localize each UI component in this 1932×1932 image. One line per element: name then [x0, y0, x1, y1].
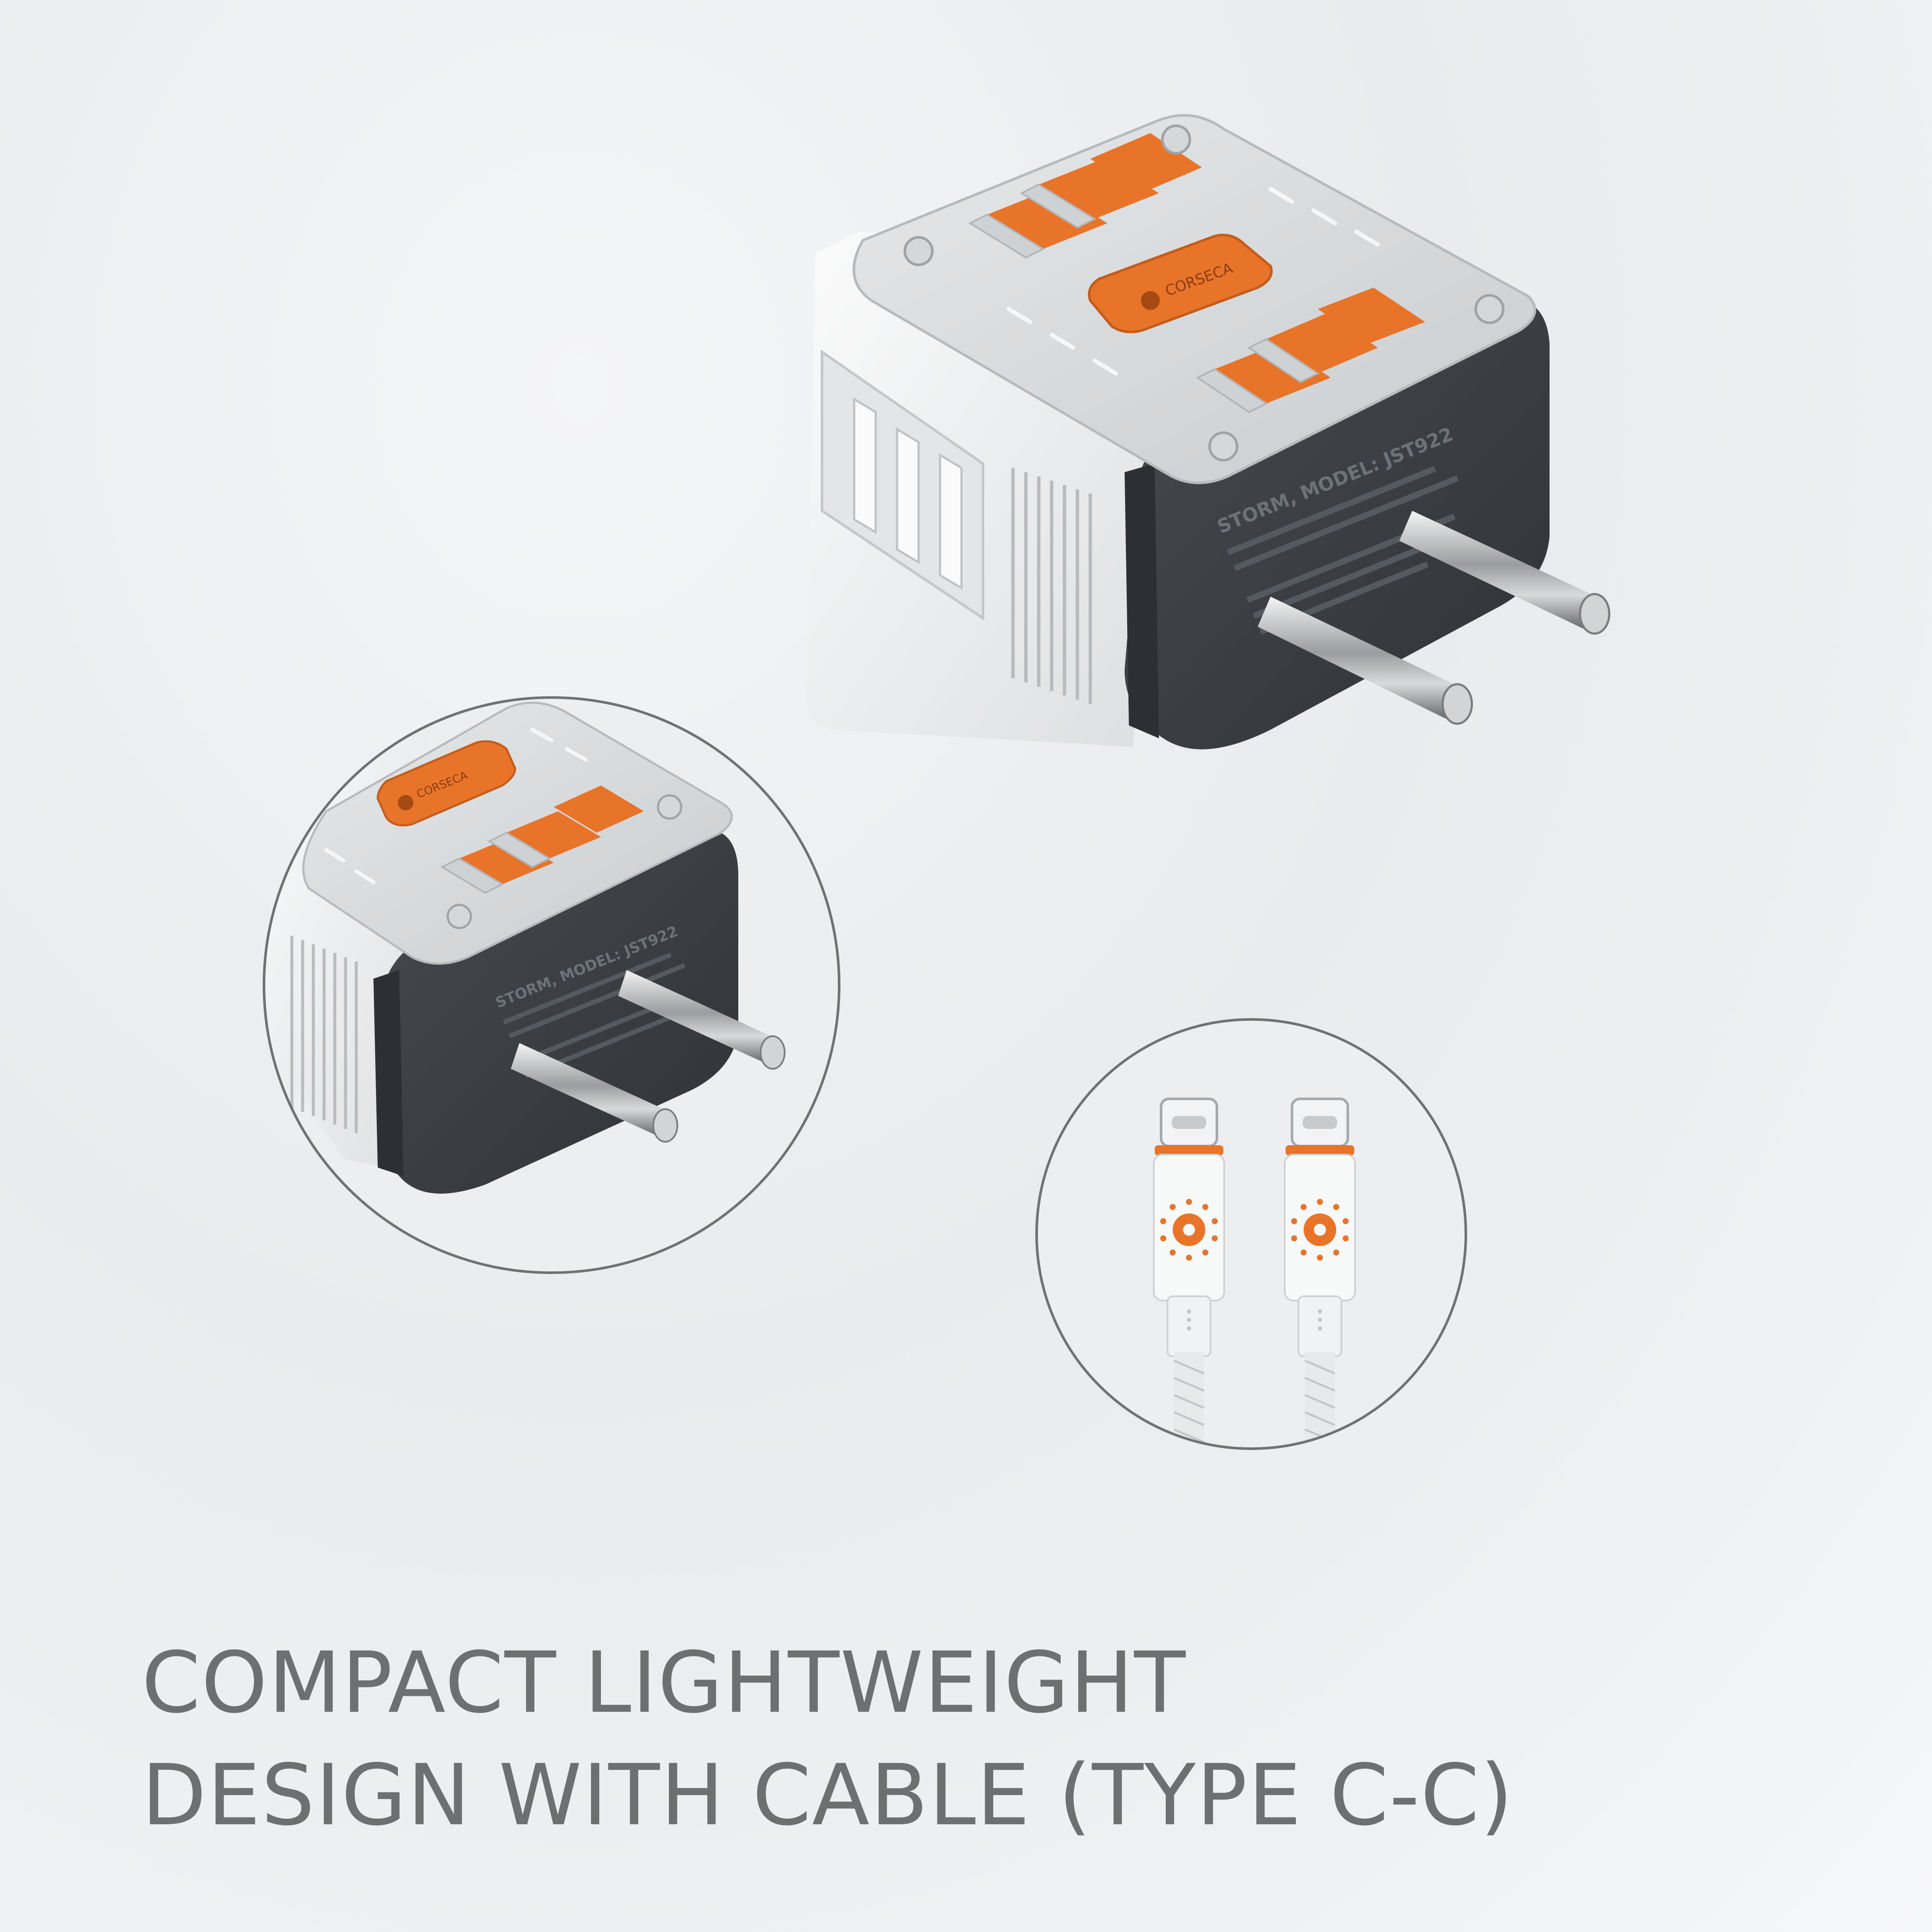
- headline-line-1: COMPACT LIGHTWEIGHT: [142, 1634, 1186, 1732]
- type-c-connector-left: [1153, 1098, 1225, 1449]
- type-c-cable-image: [1035, 1018, 1467, 1450]
- closeup-circle-outline: [263, 696, 840, 1274]
- charger-closeup-image: CORSECA: [263, 696, 840, 1274]
- headline-line-2: DESIGN WITH CABLE (TYPE C-C): [142, 1747, 1514, 1844]
- headline: COMPACT LIGHTWEIGHT DESIGN WITH CABLE (T…: [142, 1627, 1816, 1852]
- type-c-connector-right: [1284, 1098, 1356, 1449]
- charger-main-image: CORSECA STORM, MODEL: JST922: [807, 114, 1611, 749]
- plug-pins-main: [1258, 511, 1611, 725]
- cable-circle-outline: [1035, 1018, 1467, 1450]
